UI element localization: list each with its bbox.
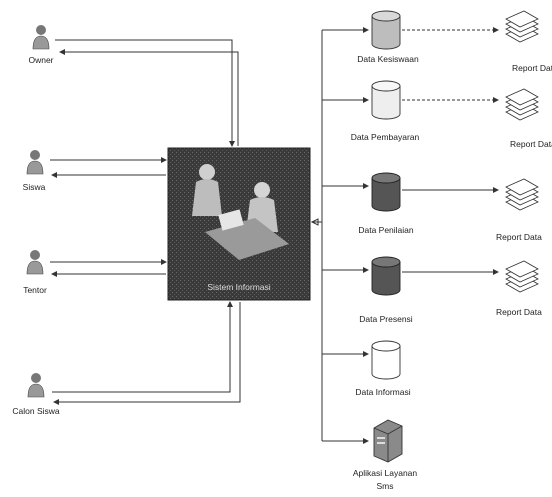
actor-label: Calon Siswa xyxy=(12,406,60,416)
report-label: Report Data xyxy=(512,63,552,73)
person-icon xyxy=(32,25,50,50)
sms-label-line2: Sms xyxy=(377,481,394,491)
actor-label: Siswa xyxy=(23,182,46,192)
report-label: Report Data xyxy=(496,307,542,317)
report-label: Report Data xyxy=(496,232,542,242)
actor-label: Tentor xyxy=(23,285,47,295)
store-label: Data Kesiswaan xyxy=(357,54,419,64)
report-label: Report Data xyxy=(510,139,552,149)
sms-service: Aplikasi Layanan Sms xyxy=(353,419,418,491)
people-at-desk-icon xyxy=(192,164,289,260)
actor-siswa: Siswa xyxy=(23,150,46,192)
report-4: Report Data xyxy=(496,260,542,317)
store-label: Data Presensi xyxy=(359,314,412,324)
document-stack-icon xyxy=(505,260,539,293)
store-connectors xyxy=(310,27,369,444)
report-connectors xyxy=(402,27,499,275)
document-stack-icon xyxy=(505,88,539,121)
actor-tentor: Tentor xyxy=(23,250,47,295)
database-icon xyxy=(371,256,401,296)
server-icon xyxy=(373,419,403,463)
store-data-pembayaran: Data Pembayaran xyxy=(351,80,420,142)
actor-owner: Owner xyxy=(28,25,54,65)
store-data-penilaian: Data Penilaian xyxy=(358,172,414,235)
person-icon xyxy=(26,150,44,175)
store-data-presensi: Data Presensi xyxy=(359,256,413,324)
actor-calon-siswa: Calon Siswa xyxy=(12,373,60,416)
database-icon xyxy=(371,10,401,50)
database-icon xyxy=(371,172,401,212)
sms-label-line1: Aplikasi Layanan xyxy=(353,468,418,478)
actor-label: Owner xyxy=(28,55,53,65)
store-data-kesiswaan: Data Kesiswaan xyxy=(357,10,419,64)
actor-connectors xyxy=(50,39,241,405)
store-label: Data Informasi xyxy=(355,387,410,397)
document-stack-icon xyxy=(505,178,539,211)
database-icon xyxy=(371,340,401,380)
store-data-informasi: Data Informasi xyxy=(355,340,411,397)
report-1: Report Data xyxy=(505,10,552,73)
system-label: Sistem Informasi xyxy=(207,282,270,292)
person-icon xyxy=(27,373,45,398)
database-icon xyxy=(371,80,401,120)
system-center: Sistem Informasi xyxy=(167,147,311,301)
store-label: Data Pembayaran xyxy=(351,132,420,142)
person-icon xyxy=(26,250,44,275)
store-label: Data Penilaian xyxy=(358,225,414,235)
report-2: Report Data xyxy=(505,88,552,149)
document-stack-icon xyxy=(505,10,539,43)
report-3: Report Data xyxy=(496,178,542,242)
